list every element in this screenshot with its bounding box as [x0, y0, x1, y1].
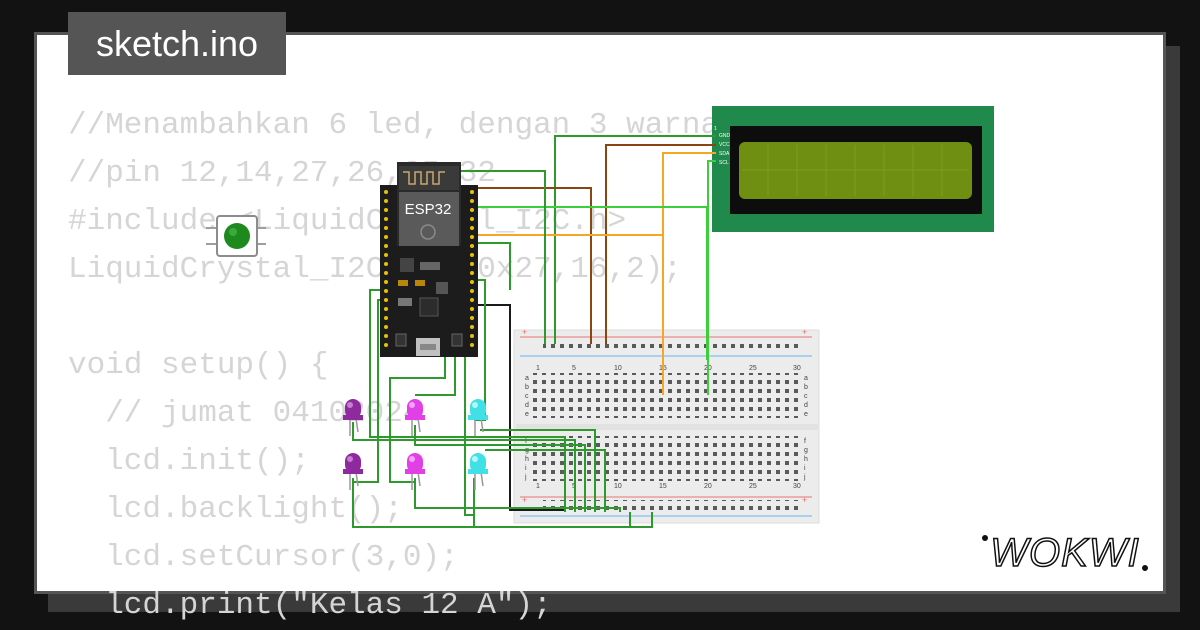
led-purple-2[interactable]	[343, 453, 363, 490]
lcd-pin-label: VCC	[719, 142, 730, 148]
column-number: 1	[536, 365, 540, 372]
column-number: 10	[614, 483, 622, 490]
code-line: void setup() {	[68, 348, 329, 383]
wire	[460, 170, 546, 344]
wire	[470, 304, 565, 511]
wire-vcc	[605, 144, 716, 344]
column-number: 25	[749, 483, 757, 490]
column-number: 5	[572, 365, 576, 372]
sketch-title: sketch.ino	[68, 12, 286, 75]
lcd-pin-label: SCL	[719, 160, 729, 166]
row-letter: j	[524, 474, 527, 481]
row-letter: d	[525, 402, 529, 409]
code-line: lcd.init();	[68, 444, 310, 479]
push-button[interactable]	[206, 215, 266, 257]
wire	[470, 206, 708, 360]
wire	[414, 478, 621, 512]
row-letter: b	[525, 384, 529, 391]
esp32-label: ESP32	[405, 201, 452, 218]
column-number: 10	[614, 365, 622, 372]
wire	[369, 289, 566, 512]
row-letter: h	[804, 456, 808, 463]
lcd-pin-label: SDA	[719, 151, 730, 157]
led-magenta-2[interactable]	[405, 453, 425, 490]
svg-text:+: +	[522, 327, 527, 337]
column-number: 20	[704, 483, 712, 490]
row-letter: c	[804, 393, 808, 400]
row-letter: c	[525, 393, 529, 400]
row-letter: a	[804, 375, 808, 382]
column-number: 25	[749, 365, 757, 372]
wire	[352, 422, 576, 512]
brand-text: WOKWI	[990, 531, 1139, 575]
code-line: lcd.print("Kelas 12 A");	[68, 588, 552, 623]
lcd-pin-label: GND	[719, 133, 731, 139]
row-letter: e	[525, 411, 529, 418]
wokwi-logo: WOKWI	[982, 530, 1148, 576]
row-letter: f	[525, 438, 527, 445]
column-number: 15	[659, 483, 667, 490]
row-letter: e	[804, 411, 808, 418]
row-letter: i	[525, 465, 527, 472]
wire	[470, 234, 664, 395]
led-cyan-1[interactable]	[468, 399, 488, 436]
esp32-board[interactable]: ESP32	[380, 162, 478, 357]
wire	[464, 300, 474, 516]
row-letter: j	[803, 474, 806, 481]
svg-text:+: +	[802, 327, 807, 337]
column-number: 1	[536, 483, 540, 490]
svg-text:+: +	[802, 495, 807, 505]
led-magenta-1[interactable]	[405, 399, 425, 436]
row-letter: d	[804, 402, 808, 409]
svg-text:+: +	[522, 495, 527, 505]
code-line: //Menambahkan 6 led, dengan 3 warna	[68, 108, 720, 143]
wire	[470, 187, 592, 344]
row-letter: i	[804, 465, 806, 472]
breadboard: + + + + 1 5 10 15 20 25 30 1 5 10 15 20 …	[513, 327, 820, 524]
wire	[414, 425, 586, 512]
led-cyan-2[interactable]	[468, 453, 488, 490]
wire	[485, 449, 606, 512]
code-line: lcd.setCursor(3,0);	[68, 540, 459, 575]
column-number: 30	[793, 365, 801, 372]
column-number: 30	[793, 483, 801, 490]
row-letter: f	[804, 438, 806, 445]
row-letter: h	[525, 456, 529, 463]
svg-text:1: 1	[714, 126, 717, 132]
wire-gnd	[554, 135, 716, 344]
wire	[470, 242, 511, 290]
led-purple-1[interactable]	[343, 399, 363, 436]
row-letter: g	[804, 447, 808, 454]
wire	[480, 429, 596, 512]
lcd-module[interactable]: 1 GND VCC SDA SCL	[712, 106, 994, 232]
row-letter: b	[804, 384, 808, 391]
wire	[473, 478, 631, 528]
row-letter: a	[525, 375, 529, 382]
